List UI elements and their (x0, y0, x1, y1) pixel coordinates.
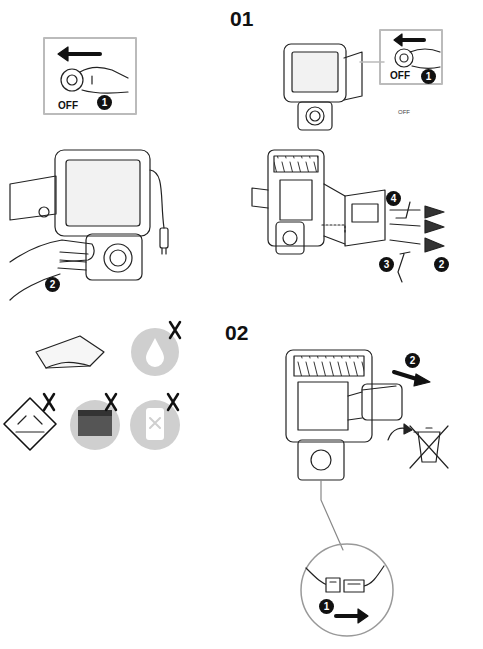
callout-text: 2 (439, 260, 445, 270)
step-number: 01 (230, 8, 253, 29)
cleaning-illustration (10, 150, 168, 300)
callout-text: 2 (410, 356, 416, 366)
callout-text: 2 (50, 280, 56, 290)
callout-text: 4 (391, 194, 397, 204)
callout-number: 2 (45, 277, 60, 292)
callout-text: 1 (102, 98, 108, 108)
callout-text: 1 (426, 72, 432, 82)
step-number: 02 (225, 322, 248, 343)
floodlight-front (284, 30, 442, 130)
callout-text: 1 (324, 602, 330, 612)
callout-text: 3 (384, 260, 390, 270)
callout-number: 1 (421, 69, 436, 84)
exploded-back-view (252, 150, 444, 282)
callout-number: 3 (379, 257, 394, 272)
off-label: OFF (58, 101, 78, 111)
switch-inset (44, 38, 136, 114)
callout-number: 4 (386, 191, 401, 206)
callout-number: 2 (405, 353, 420, 368)
off-label: OFF (398, 109, 410, 115)
cleaning-symbols (4, 322, 180, 450)
callout-number: 1 (97, 95, 112, 110)
callout-number: 2 (434, 257, 449, 272)
battery-removal (286, 350, 448, 636)
off-label: OFF (390, 71, 410, 81)
callout-number: 1 (319, 599, 334, 614)
